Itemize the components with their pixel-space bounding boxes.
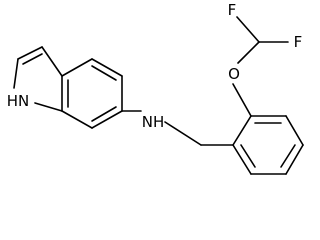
atom-label-indole-nh: HN [7,92,30,110]
bond [285,144,304,175]
bond [61,110,93,129]
bond [41,46,63,77]
molecule-structure: HN NH O F F [7,1,304,175]
bond [285,115,304,146]
bond [237,41,260,64]
indole-benzene-ring [61,58,123,129]
bond [232,115,252,146]
atom-label-amine-nh: NH [142,113,165,131]
double-bond-inner [22,53,43,65]
bond [61,58,93,77]
bond [236,16,260,43]
bond [232,83,252,117]
bond [232,144,252,175]
atom-label-fluorine-left: F [228,1,237,19]
bond [164,121,202,146]
atom-label-fluorine-right: F [294,33,303,51]
bond [34,102,63,112]
phenyl-ring [232,115,304,175]
double-bond-inner [240,144,256,168]
indole-pyrrole-ring [13,46,63,112]
bond [91,58,123,77]
bond [13,58,19,89]
double-bond-inner [91,106,117,122]
bond [91,110,123,129]
bond [17,46,43,60]
atom-label-oxygen: O [228,65,240,83]
double-bond-inner [91,65,117,81]
double-bond-inner [280,144,296,168]
